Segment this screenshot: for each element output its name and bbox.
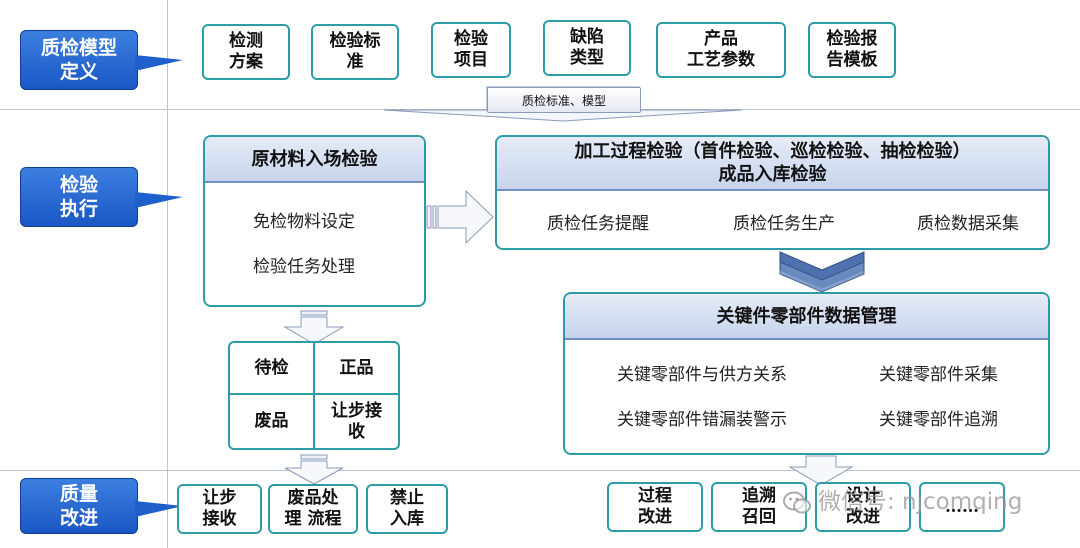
- status-qualified: 正品: [313, 341, 400, 395]
- key-parts-title: 关键件零部件数据管理: [565, 294, 1048, 340]
- section-execution-label: 检验 执行: [59, 174, 98, 220]
- process-inspection-panel: 加工过程检验（首件检验、巡检检验、抽检检验） 成品入库检验 质检任务提醒 质检任…: [495, 135, 1050, 250]
- key-parts-item-collection: 关键零部件采集: [879, 365, 998, 385]
- section-definition-callout: 质检模型 定义: [20, 30, 183, 90]
- section-definition-label: 质检模型 定义: [40, 37, 117, 83]
- model-box-report-template: 检验报 告模板: [808, 22, 896, 78]
- improve-no-storage-box: 禁止 入库: [366, 484, 448, 534]
- key-parts-item-trace: 关键零部件追溯: [879, 410, 998, 430]
- key-parts-item-warning: 关键零部件错漏装警示: [617, 410, 787, 430]
- improve-process-box: 过程 改进: [607, 482, 703, 532]
- process-inspection-title: 加工过程检验（首件检验、巡检检验、抽检检验） 成品入库检验: [497, 137, 1048, 191]
- process-item-reminder: 质检任务提醒: [547, 214, 649, 234]
- incoming-down-arrow: [283, 310, 345, 345]
- model-box-defect-type: 缺陷 类型: [543, 20, 631, 76]
- key-parts-down-arrow: [788, 455, 854, 486]
- model-box-process-parameters: 产品 工艺参数: [656, 22, 786, 78]
- process-item-generation: 质检任务生产: [733, 214, 835, 234]
- status-pending: 待检: [228, 341, 315, 395]
- key-parts-panel: 关键件零部件数据管理 关键零部件与供方关系 关键零部件采集 关键零部件错漏装警示…: [563, 292, 1050, 455]
- process-item-collection: 质检数据采集: [917, 214, 1019, 234]
- model-box-inspection-standard: 检验标 准: [311, 24, 399, 80]
- divider-bottom: [0, 470, 1080, 471]
- watermark: 微信号: njcomqing: [782, 482, 1022, 516]
- improve-concession-box: 让步 接收: [177, 484, 262, 534]
- grid-down-arrow: [284, 454, 344, 485]
- incoming-to-process-arrow: [426, 189, 494, 245]
- divider-vertical: [167, 0, 168, 548]
- incoming-inspection-title: 原材料入场检验: [205, 137, 424, 183]
- incoming-item-task: 检验任务处理: [253, 257, 355, 277]
- improve-design-box: 设计 改进: [815, 482, 911, 532]
- wechat-icon: [783, 491, 811, 513]
- improve-scrap-process-box: 废品处 理 流程: [268, 484, 358, 534]
- process-chevron-arrow: [779, 251, 865, 293]
- improve-more-box: ……: [919, 482, 1005, 532]
- model-tag: 质检标准、模型: [487, 87, 641, 113]
- model-box-inspection-item: 检验 项目: [431, 22, 511, 78]
- key-parts-item-supplier: 关键零部件与供方关系: [617, 365, 787, 385]
- section-improvement-callout: 质量 改进: [20, 478, 183, 534]
- status-scrap: 废品: [228, 393, 315, 450]
- incoming-item-exempt: 免检物料设定: [253, 212, 355, 232]
- section-improvement-label: 质量 改进: [59, 483, 98, 529]
- section-execution-callout: 检验 执行: [20, 167, 183, 227]
- incoming-inspection-panel: 原材料入场检验 免检物料设定 检验任务处理: [203, 135, 426, 307]
- watermark-text: 微信号: njcomqing: [818, 489, 1023, 515]
- model-box-inspection-plan: 检测 方案: [202, 24, 290, 80]
- status-concession: 让步接 收: [313, 393, 400, 450]
- improve-recall-box: 追溯 召回: [711, 482, 807, 532]
